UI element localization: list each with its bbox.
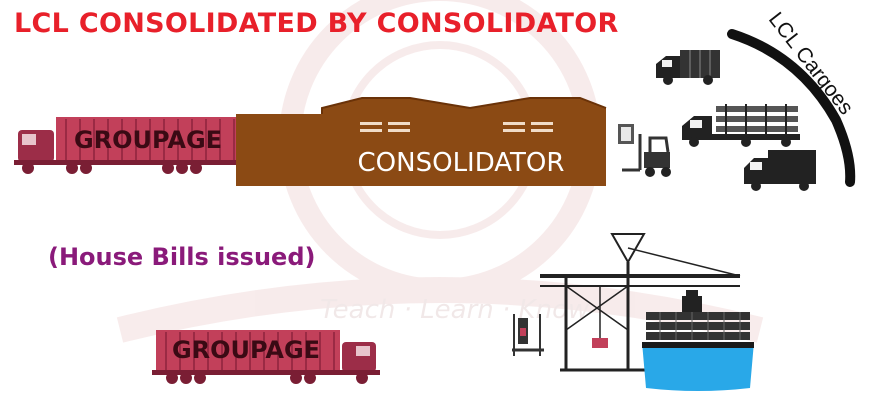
lcl-cargoes-bracket <box>727 29 856 187</box>
lcl-truck-small-icon <box>656 50 720 85</box>
crane-container-load <box>592 338 608 348</box>
groupage-truck-bottom: GROUPAGE <box>152 330 380 384</box>
groupage-truck-top: GROUPAGE <box>14 117 246 174</box>
port-crane-icon <box>540 233 741 372</box>
consolidator-warehouse: CONSOLIDATOR <box>236 97 607 186</box>
dockside-crane-small-icon <box>512 314 544 356</box>
lcl-box-truck-icon <box>744 150 816 191</box>
lcl-flatbed-truck-icon <box>682 104 800 147</box>
warehouse-label: CONSOLIDATOR <box>358 148 565 178</box>
groupage-label-bottom: GROUPAGE <box>172 336 320 364</box>
watermark-text: Teach · Learn · Know <box>320 295 590 325</box>
forklift-right-icon <box>618 124 671 177</box>
house-bills-note: (House Bills issued) <box>48 243 316 271</box>
container-ship-icon <box>642 290 754 391</box>
groupage-label-top: GROUPAGE <box>74 126 222 154</box>
diagram-title: LCL CONSOLIDATED BY CONSOLIDATOR <box>14 8 619 39</box>
